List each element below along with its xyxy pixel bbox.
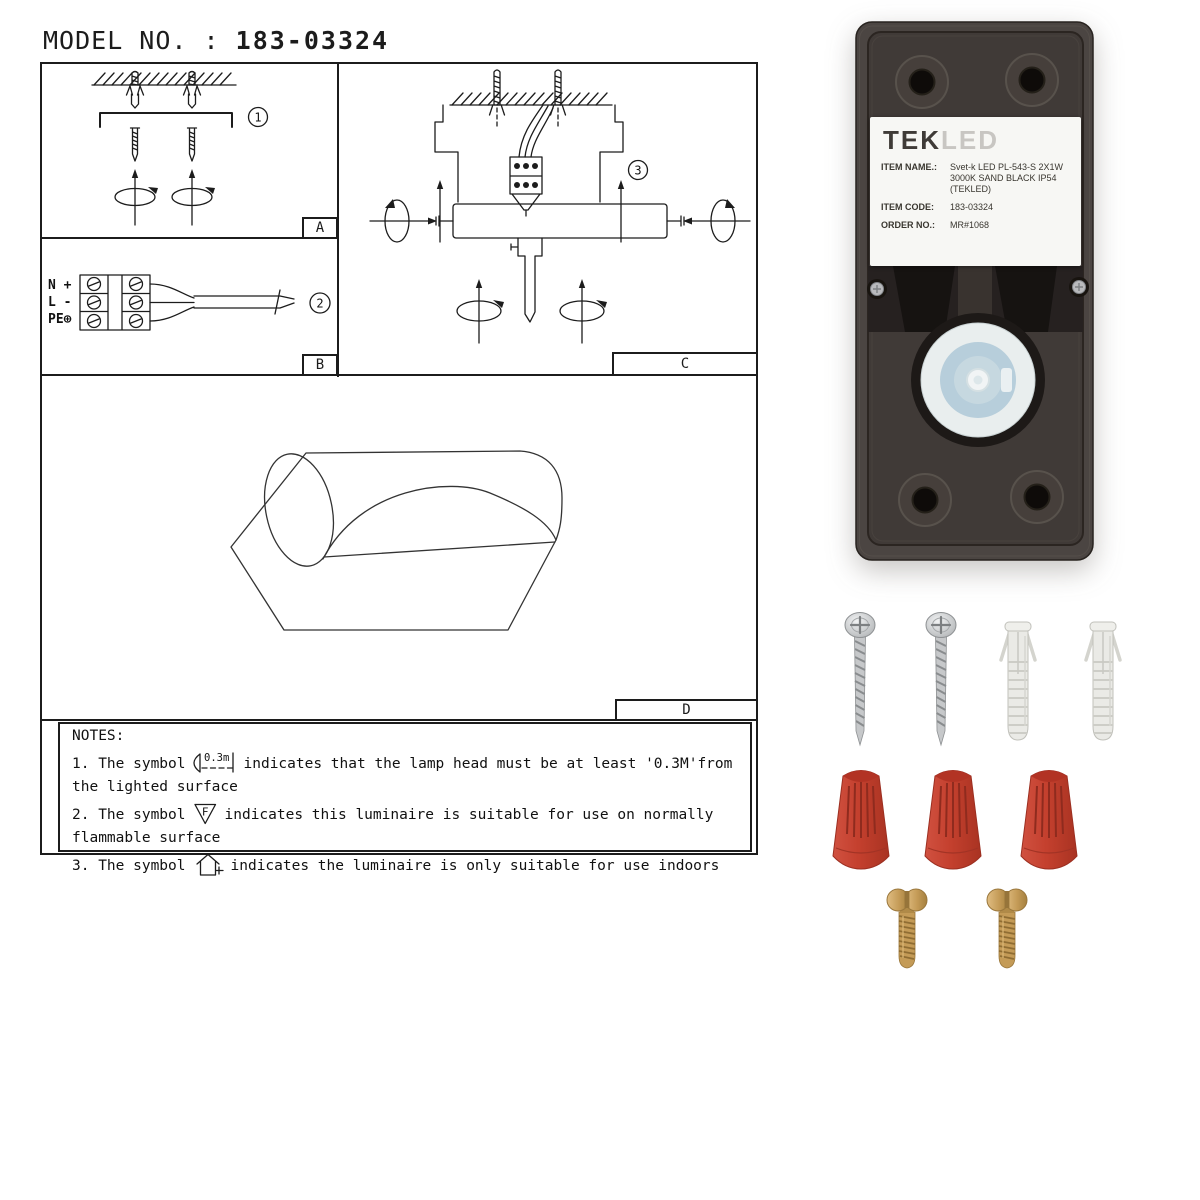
item-name-row: ITEM NAME.: Svet-k LED PL-543-S 2X1W 300… (881, 162, 1064, 194)
mounting-hole (898, 473, 952, 527)
rotation-arrow-icon (456, 278, 505, 344)
product-outline-drawing (230, 450, 563, 631)
svg-text:3: 3 (634, 164, 641, 178)
mounting-hole (1005, 53, 1059, 107)
notes: NOTES: 1. The symbol 0.3m indicates that… (58, 722, 752, 876)
model-number-line: MODEL NO. : 183-03324 (43, 26, 389, 55)
mounting-hole (1010, 470, 1064, 524)
rotation-arrow-icon (559, 278, 608, 344)
wiring-label-n: N + (48, 278, 72, 293)
wall-anchor (1084, 620, 1122, 742)
ceiling-hatch (91, 72, 237, 86)
rotation-arrow-icon (114, 168, 159, 226)
stem-drawing (510, 237, 543, 323)
divider-a-b (40, 237, 339, 239)
panel-c-drawing: 3 (369, 69, 751, 344)
wiring-label-pe: PE⊕ (48, 312, 72, 327)
cable-drawing (149, 283, 295, 322)
step-3-badge: 3 (627, 159, 649, 181)
panel-b-drawing: N + L - PE⊕ 2 (48, 274, 331, 331)
wire-nut (832, 769, 890, 870)
brand-logo: TEKLED (883, 125, 1073, 155)
model-number-label: MODEL NO. : (43, 26, 220, 55)
brand-led: LED (941, 125, 999, 155)
svg-text:2: 2 (316, 297, 323, 311)
guide-lines (496, 107, 559, 129)
note-1: 1. The symbol 0.3m indicates that the la… (72, 748, 746, 776)
hardware-kit-photo (832, 611, 1122, 969)
step-1-badge: 1 (247, 106, 269, 128)
panel-a-label: A (302, 217, 338, 239)
divider-vertical (337, 62, 339, 377)
panel-c-label: C (612, 352, 758, 376)
wiring-label-l: L - (48, 295, 71, 310)
mounting-bar (452, 203, 668, 239)
side-screws (369, 180, 751, 243)
rotation-arrow-icon (171, 168, 216, 226)
brass-screw (886, 888, 928, 969)
screw-icon (129, 127, 141, 162)
pir-sensor (911, 313, 1045, 447)
flammable-symbol-icon: F (193, 803, 216, 825)
model-number-value: 183-03324 (235, 26, 390, 55)
step-2-badge: 2 (309, 292, 331, 314)
mounting-screw (924, 611, 958, 747)
svg-text:1: 1 (254, 111, 261, 125)
note-2-continued: flammable surface (72, 830, 221, 846)
side-screw (867, 279, 887, 299)
panel-b-label: B (302, 354, 338, 376)
wall-anchor (999, 620, 1037, 742)
divider-c-d (40, 374, 758, 376)
panel-a-drawing: 1 (91, 70, 269, 226)
side-screw (1069, 277, 1089, 297)
notes-title: NOTES: (72, 728, 125, 744)
distance-symbol-icon: 0.3m (192, 752, 234, 773)
product-photo-fixture (855, 21, 1094, 561)
canopy-outline (434, 104, 624, 203)
brass-screw (986, 888, 1028, 969)
note-2: 2. The symbol F indicates this luminaire… (72, 799, 746, 827)
indoor-symbol-icon (195, 853, 224, 876)
wires (518, 104, 554, 158)
diagram-frame (40, 62, 758, 855)
screw-icon (186, 127, 198, 162)
brand-tek: TEK (883, 125, 941, 155)
wall-plug-icon (182, 70, 202, 109)
wire-nut (1020, 769, 1078, 870)
mounting-bracket (99, 112, 233, 128)
mounting-screw (843, 611, 877, 747)
wire-nut (924, 769, 982, 870)
product-label: TEKLED ITEM NAME.: Svet-k LED PL-543-S 2… (870, 117, 1081, 266)
order-no-row: ORDER NO.: MR#1068 (881, 220, 990, 230)
item-code-row: ITEM CODE: 183-03324 (881, 202, 994, 212)
panel-d-label: D (615, 699, 758, 721)
note-1-continued: the lighted surface (72, 779, 238, 795)
svg-text:F: F (201, 806, 208, 819)
ceiling-hatch (449, 92, 613, 106)
mounting-hole (895, 55, 949, 109)
divider-d-notes (40, 719, 758, 721)
terminal-block (79, 274, 151, 331)
svg-text:0.3m: 0.3m (204, 752, 229, 764)
note-3: 3. The symbol indicates the luminaire is… (72, 850, 746, 878)
terminal-block (509, 156, 543, 217)
